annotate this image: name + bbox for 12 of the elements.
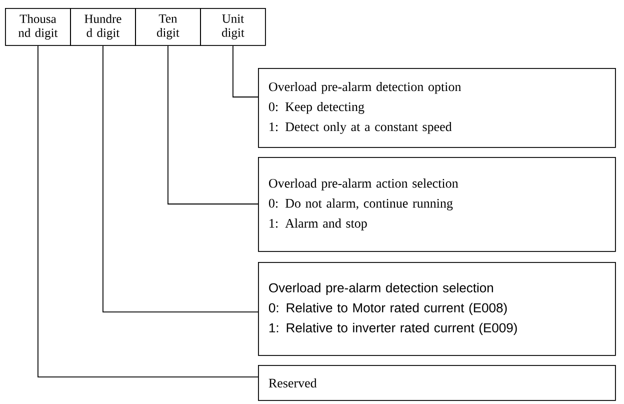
connector-line [102,45,258,312]
description-box: Overload pre-alarm action selection 0: Do not alarm, continue running 1: Alarm and stop [258,157,616,252]
digit-box: Thousa nd digit [5,8,71,46]
description-box: Overload pre-alarm detection selection 0: Relative to Motor rated current (E008) 1: Relative to inverter rated current (E009) [258,262,616,356]
digit-box: Unit digit [200,8,266,46]
digit-box: Ten digit [135,8,201,46]
connector-line [168,45,258,204]
connector-line [38,45,258,378]
description-box: Overload pre-alarm detection option 0: Keep detecting 1: Detect only at a constant speed [258,68,616,148]
description-box: Reserved [258,364,616,401]
connector-line [232,45,258,98]
digit-box: Hundre d digit [70,8,136,46]
